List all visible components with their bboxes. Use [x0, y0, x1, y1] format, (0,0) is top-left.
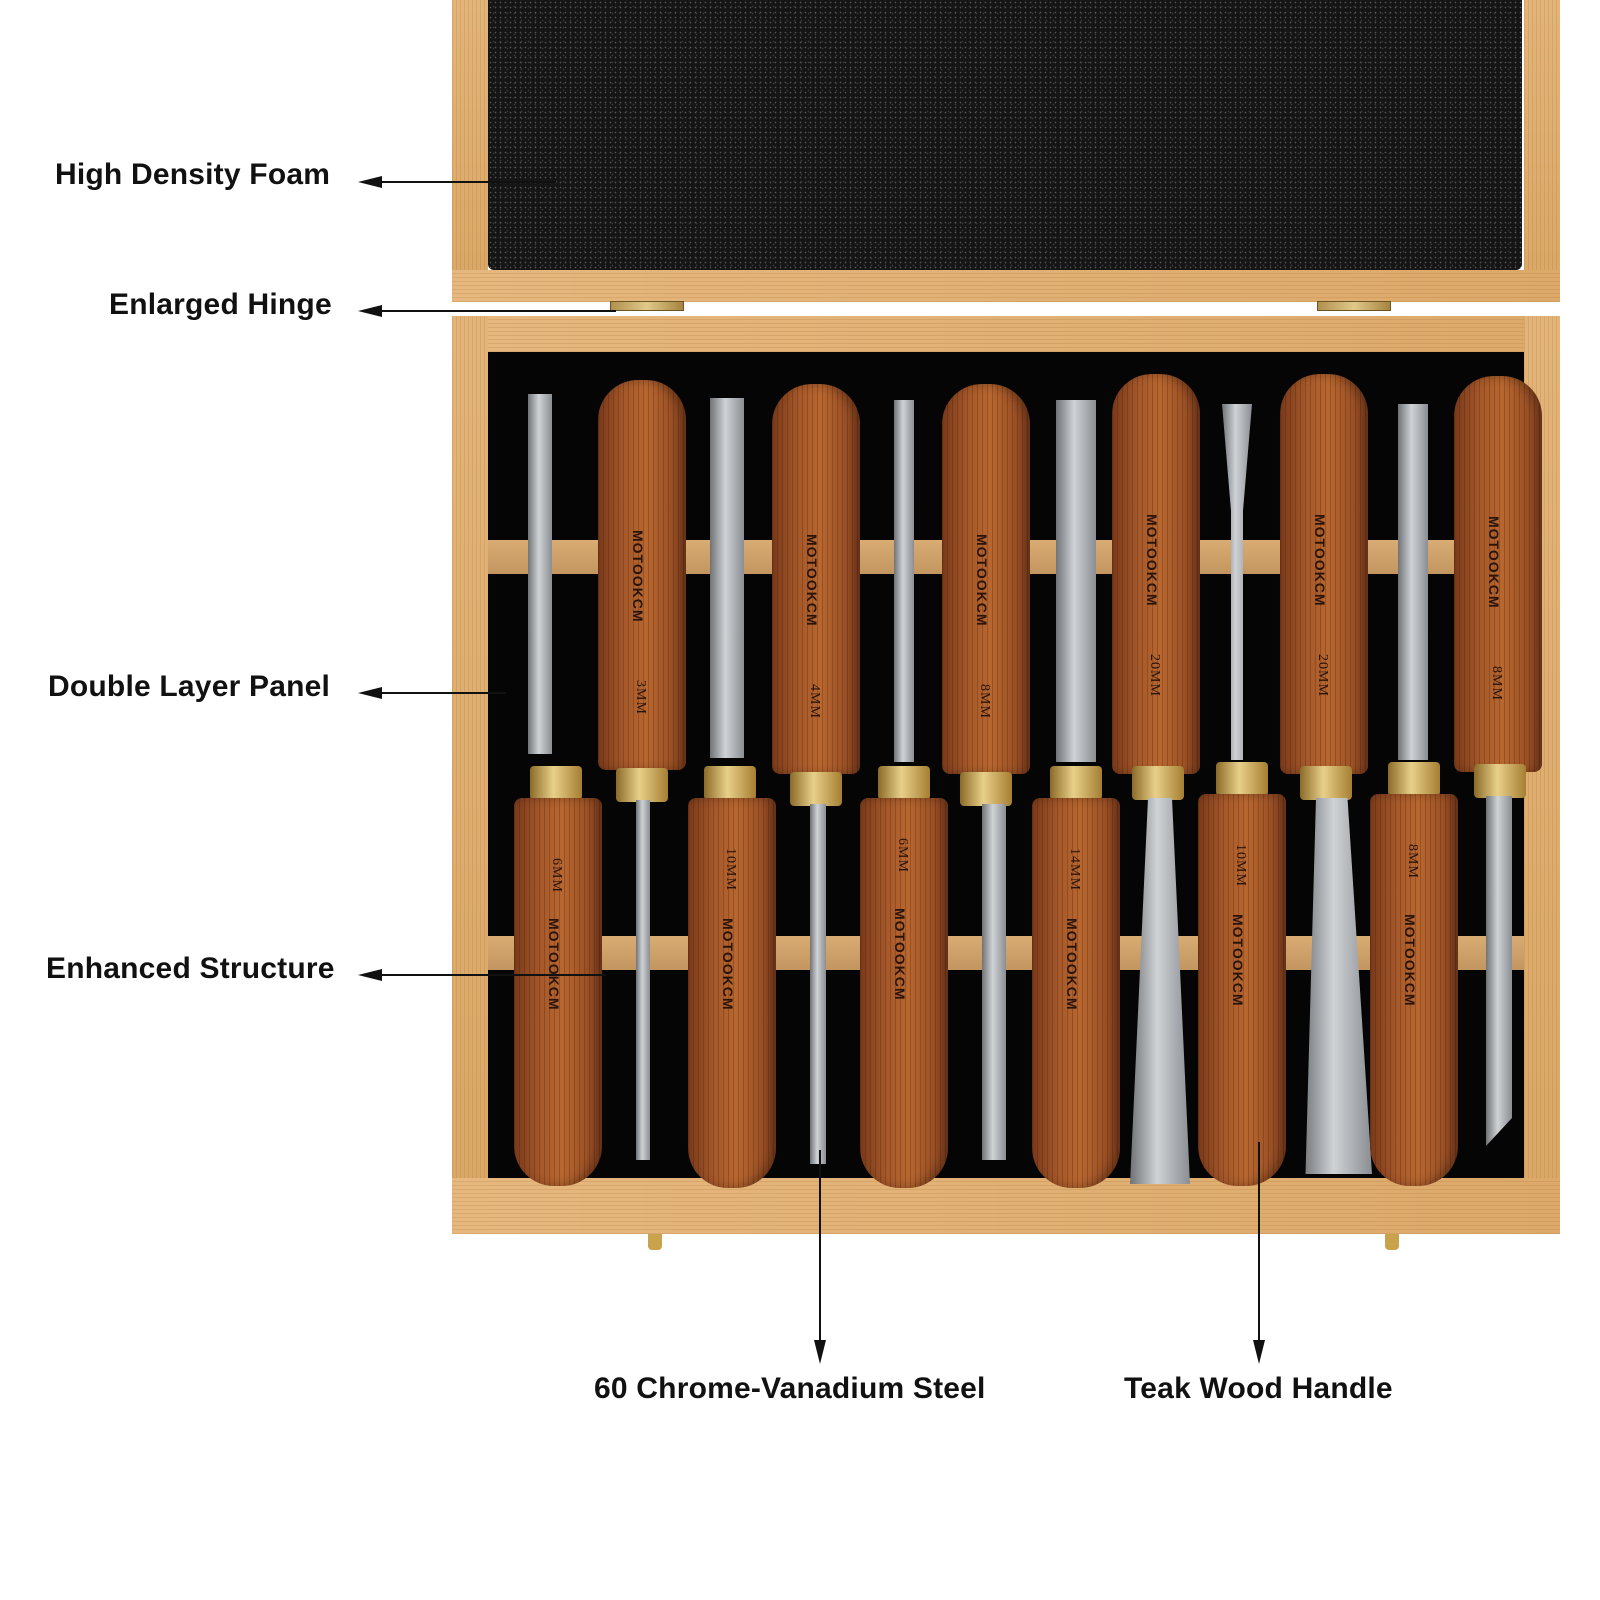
box-foot-left — [648, 1234, 662, 1250]
chisel-ferrule — [1050, 766, 1102, 800]
chisel-ferrule — [530, 766, 582, 800]
callout-double-layer-panel: Double Layer Panel — [48, 670, 331, 703]
chisel-handle: 8MM MOTOOKCM — [1370, 794, 1458, 1186]
callout-line — [376, 310, 616, 312]
handle-brand-label: MOTOOKCM — [720, 918, 736, 1011]
handle-size-label: 8MM — [1405, 844, 1420, 879]
chisel-ferrule — [616, 768, 668, 802]
chisel-ferrule — [1300, 766, 1352, 800]
base-top-rail — [452, 316, 1560, 352]
hinge-left — [610, 301, 684, 311]
chisel-ferrule — [704, 766, 756, 800]
chisel-blade — [528, 394, 552, 754]
handle-size-label: 8MM — [1489, 666, 1504, 701]
chisel-handle: MOTOOKCM 3MM — [598, 380, 686, 770]
handle-brand-label: MOTOOKCM — [1402, 914, 1418, 1007]
chisel-blade — [1486, 796, 1512, 1146]
arrow-down-icon — [1253, 1340, 1265, 1364]
callout-enhanced-structure: Enhanced Structure — [46, 952, 335, 985]
handle-brand-label: MOTOOKCM — [1312, 514, 1328, 607]
lid-side-right — [1524, 0, 1560, 302]
chisel-blade — [710, 398, 744, 758]
chisel-handle: 10MM MOTOOKCM — [688, 798, 776, 1188]
box-foot-right — [1385, 1234, 1399, 1250]
handle-size-label: 10MM — [1233, 844, 1248, 887]
handle-brand-label: MOTOOKCM — [1144, 514, 1160, 607]
handle-brand-label: MOTOOKCM — [974, 534, 990, 627]
base-bottom-rail — [452, 1178, 1560, 1234]
chisel-ferrule — [960, 772, 1012, 806]
callout-enlarged-hinge: Enlarged Hinge — [109, 288, 332, 321]
chisel-handle: 6MM MOTOOKCM — [860, 798, 948, 1188]
handle-size-label: 10MM — [723, 848, 738, 891]
chisel-handle: MOTOOKCM 4MM — [772, 384, 860, 774]
base-side-left — [452, 316, 488, 1234]
chisel-handle: MOTOOKCM 8MM — [942, 384, 1030, 774]
handle-size-label: 6MM — [895, 838, 910, 873]
chisel-blade — [1398, 404, 1428, 760]
chisel-handle: 10MM MOTOOKCM — [1198, 794, 1286, 1186]
high-density-foam — [488, 0, 1522, 270]
chisel-ferrule — [790, 772, 842, 806]
arrow-left-icon — [358, 687, 382, 699]
callout-high-density-foam: High Density Foam — [55, 158, 331, 191]
handle-size-label: 4MM — [807, 684, 822, 719]
handle-brand-label: MOTOOKCM — [892, 908, 908, 1001]
callout-line — [376, 181, 556, 183]
arrow-left-icon — [358, 305, 382, 317]
chisel-blade — [810, 804, 826, 1164]
handle-brand-label: MOTOOKCM — [1486, 516, 1502, 609]
handle-brand-label: MOTOOKCM — [1064, 918, 1080, 1011]
chisel-blade — [894, 400, 914, 762]
handle-size-label: 3MM — [633, 680, 648, 715]
chisel-ferrule — [1132, 766, 1184, 800]
callout-line — [1258, 1142, 1260, 1346]
handle-brand-label: MOTOOKCM — [630, 530, 646, 623]
handle-brand-label: MOTOOKCM — [804, 534, 820, 627]
callout-line — [376, 974, 606, 976]
handle-brand-label: MOTOOKCM — [546, 918, 562, 1011]
arrow-left-icon — [358, 176, 382, 188]
chisel-blade — [636, 800, 650, 1160]
chisel-blade — [1056, 400, 1096, 762]
callout-teak-handle: Teak Wood Handle — [1124, 1372, 1393, 1405]
handle-size-label: 6MM — [549, 858, 564, 893]
box-lid — [452, 0, 1560, 302]
lid-bottom-rail — [452, 270, 1560, 302]
hinge-right — [1317, 301, 1391, 311]
handle-size-label: 8MM — [977, 684, 992, 719]
chisel-ferrule — [878, 766, 930, 800]
handle-size-label: 20MM — [1147, 654, 1162, 697]
chisel-blade — [982, 804, 1006, 1160]
handle-size-label: 20MM — [1315, 654, 1330, 697]
chisel-handle: MOTOOKCM 20MM — [1280, 374, 1368, 774]
lid-side-left — [452, 0, 488, 302]
chisel-handle: 14MM MOTOOKCM — [1032, 798, 1120, 1188]
callout-line — [819, 1150, 821, 1346]
chisel-handle: 6MM MOTOOKCM — [514, 798, 602, 1186]
chisel-handle: MOTOOKCM 20MM — [1112, 374, 1200, 774]
handle-brand-label: MOTOOKCM — [1230, 914, 1246, 1007]
chisel-ferrule — [1474, 764, 1526, 798]
chisel-handle: MOTOOKCM 8MM — [1454, 376, 1542, 772]
arrow-left-icon — [358, 969, 382, 981]
handle-size-label: 14MM — [1067, 848, 1082, 891]
chisel-ferrule — [1388, 762, 1440, 796]
callout-line — [376, 692, 506, 694]
chisel-ferrule — [1216, 762, 1268, 796]
callout-steel: 60 Chrome-Vanadium Steel — [594, 1372, 986, 1405]
arrow-down-icon — [814, 1340, 826, 1364]
